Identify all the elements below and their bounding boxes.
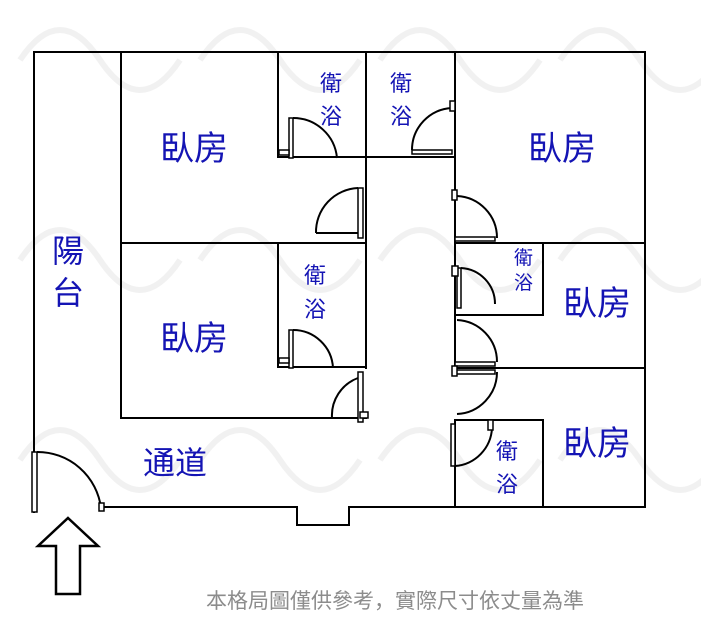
balcony-label: 陽 台: [52, 232, 84, 312]
bedroom-bottom-right-label: 臥房: [563, 424, 631, 464]
bedroom-top-right-door: [451, 189, 499, 242]
bath-1-door: [278, 116, 338, 159]
bath-1-label-bottom: 浴: [320, 105, 342, 130]
bath-2-label-bottom: 浴: [390, 105, 412, 130]
bath-4-door: [451, 265, 497, 309]
bath-5-label-bottom: 浴: [496, 473, 518, 498]
bath-3-label-top: 衛: [304, 264, 326, 289]
bathroom-labels: 衛 浴 衛 浴 衛 浴 衛 浴 衛 浴: [304, 72, 533, 498]
bedroom-top-left-door: [314, 187, 364, 239]
bedroom-top-right-label: 臥房: [528, 129, 596, 169]
bedroom-mid-right-label: 臥房: [563, 284, 631, 324]
bath-3-door: [278, 328, 334, 369]
balcony-label-top: 陽: [52, 232, 84, 270]
watermark-pattern: [17, 27, 701, 493]
bedroom-top-left-label: 臥房: [160, 129, 228, 169]
bath-5-label-top: 衛: [496, 440, 518, 465]
corridor-label: 通道: [143, 444, 207, 482]
disclaimer-text: 本格局圖僅供參考，實際尺寸依丈量為準: [206, 589, 584, 613]
bath-5-door: [450, 419, 494, 467]
bath-2-door: [410, 100, 456, 155]
bath-4-label-top: 衛: [514, 247, 533, 269]
walls: [33, 51, 646, 526]
bath-1-label-top: 衛: [320, 72, 342, 97]
bedroom-bottom-right-door: [451, 365, 499, 415]
bath-4-label-bottom: 浴: [514, 272, 533, 294]
bedroom-mid-left-door: [330, 371, 369, 423]
entrance-door: [31, 450, 105, 513]
bedroom-mid-left-label: 臥房: [160, 319, 228, 359]
bath-3-label-bottom: 浴: [304, 298, 326, 323]
up-arrow-icon: [34, 516, 102, 596]
room-labels: 臥房 臥房 臥房 臥房 臥房: [160, 129, 631, 464]
doors: [31, 100, 499, 513]
bath-2-label-top: 衛: [390, 72, 412, 97]
bedroom-mid-right-door: [454, 319, 499, 367]
balcony-label-bottom: 台: [52, 274, 84, 312]
